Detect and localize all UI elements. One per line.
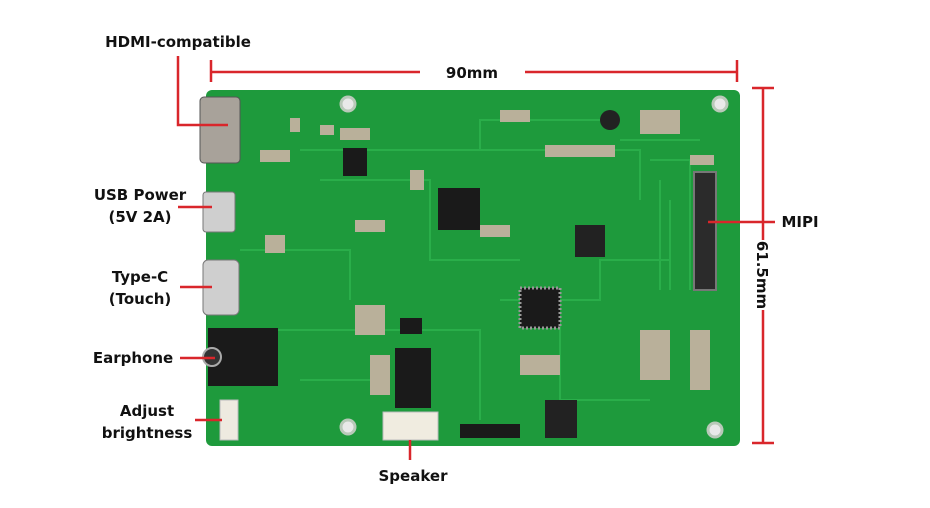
regulator-2 (545, 400, 577, 438)
label-typec-touch: (Touch) (109, 290, 172, 308)
main-chip (438, 188, 480, 230)
speaker-connector (382, 411, 439, 441)
regulator (575, 225, 605, 257)
label-hdmi: HDMI-compatible (105, 33, 251, 51)
mounting-holes (339, 95, 729, 439)
brightness-connector (219, 399, 239, 441)
small-chip (400, 318, 422, 334)
label-typec: Type-C (112, 268, 168, 286)
pin-header (460, 424, 520, 438)
label-adjust: Adjust (120, 402, 174, 420)
qfp-chip (518, 286, 562, 330)
label-earphone: Earphone (93, 349, 173, 367)
soic-chip-2 (395, 348, 431, 408)
inductor (600, 110, 620, 130)
annotation-lines (176, 56, 775, 460)
label-width: 90mm (446, 64, 498, 82)
mipi-connector (693, 171, 717, 291)
smd-components (260, 110, 714, 395)
hdmi-port (199, 96, 241, 164)
soic-chip (343, 148, 367, 176)
label-mipi: MIPI (781, 213, 818, 231)
usb-power-port (202, 191, 236, 233)
label-height: 61.5mm (753, 241, 771, 309)
label-brightness: brightness (102, 424, 193, 442)
label-usb-power-spec: (5V 2A) (108, 208, 171, 226)
label-speaker: Speaker (379, 467, 449, 485)
label-usb-power: USB Power (94, 186, 187, 204)
